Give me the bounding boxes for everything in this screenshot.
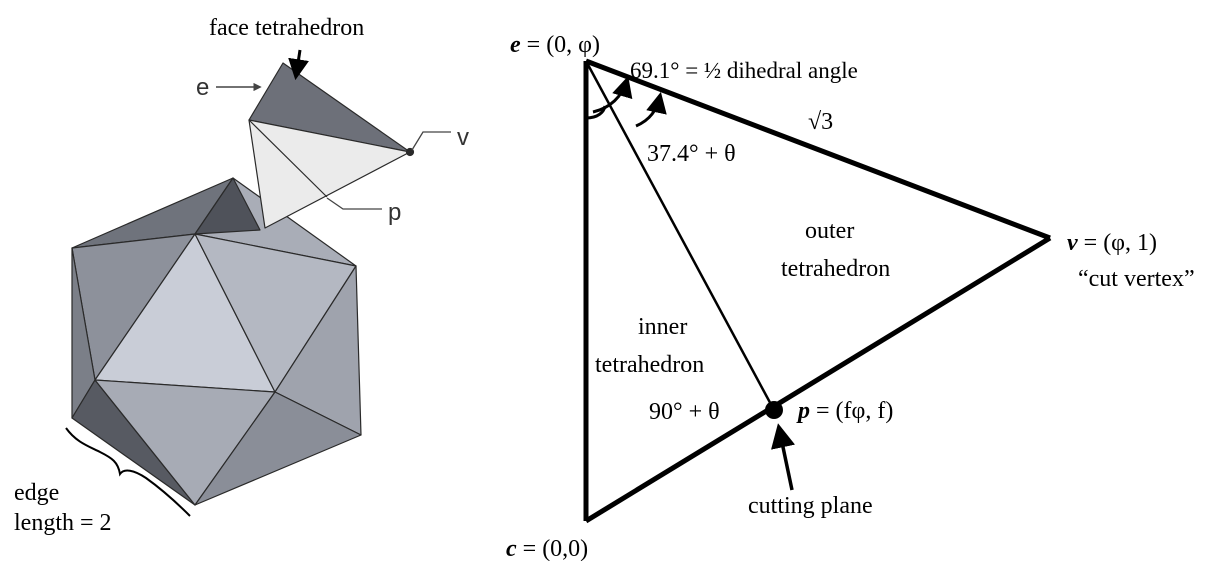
point-e-label: e = (0, φ) bbox=[510, 32, 600, 58]
ico-face-top-inner bbox=[194, 177, 261, 235]
face-tetrahedron bbox=[248, 62, 415, 229]
point-v-label: v = (φ, 1) bbox=[1067, 230, 1157, 256]
dihedral-angle-label: 69.1° = ½ dihedral angle bbox=[630, 58, 858, 83]
point-p-var: p bbox=[796, 398, 810, 424]
outer-tetrahedron-line2: tetrahedron bbox=[781, 256, 890, 282]
inner-tetrahedron-line2: tetrahedron bbox=[595, 352, 704, 378]
edge-e-v bbox=[585, 58, 1051, 241]
icosahedron bbox=[71, 177, 362, 506]
ico-face-right-lower bbox=[194, 391, 362, 506]
label-v-leader bbox=[411, 131, 451, 151]
point-p-label: p = (fφ, f) bbox=[796, 398, 893, 424]
cutting-plane-label: cutting plane bbox=[748, 493, 873, 519]
right-triangle-diagram bbox=[583, 58, 1052, 524]
point-p-dot bbox=[765, 401, 783, 419]
edge-length-line2: length = 2 bbox=[14, 510, 112, 536]
cutting-plane-arrow bbox=[771, 423, 796, 491]
edge-c-v bbox=[584, 235, 1052, 524]
point-p-coords: = (fφ, f) bbox=[810, 398, 893, 424]
cut-vertex-label: “cut vertex” bbox=[1078, 266, 1195, 292]
angle-90-label: 90° + θ bbox=[649, 399, 720, 425]
edge-length-brace bbox=[65, 427, 191, 517]
angle-e-small-arc bbox=[585, 105, 607, 120]
dihedral-angle-arc bbox=[592, 75, 633, 114]
point-v-coords: = (φ, 1) bbox=[1078, 230, 1157, 256]
point-c-coords: = (0,0) bbox=[517, 536, 589, 561]
label-p: p bbox=[388, 199, 401, 226]
point-e-coords: = (0, φ) bbox=[521, 32, 600, 58]
outer-tetrahedron-line1: outer bbox=[805, 218, 854, 244]
label-v: v bbox=[457, 124, 469, 151]
angle-374-label: 37.4° + θ bbox=[647, 141, 736, 167]
edge-length-line1: edge bbox=[14, 480, 59, 506]
inner-tetrahedron-line1: inner bbox=[638, 314, 687, 340]
label-e: e bbox=[196, 74, 209, 101]
label-p-leader bbox=[326, 197, 382, 210]
face-tetra-front bbox=[248, 119, 411, 229]
edge-e-p bbox=[584, 60, 776, 411]
edge-length-sqrt3-label: √3 bbox=[808, 109, 833, 135]
point-c-label: c = (0,0) bbox=[506, 536, 588, 561]
angle-374-arc bbox=[635, 91, 667, 128]
face-tetra-inner-edge bbox=[248, 119, 328, 198]
point-v-var: v bbox=[1067, 230, 1078, 256]
vertex-v-dot bbox=[405, 147, 415, 157]
point-e-var: e bbox=[510, 32, 521, 58]
point-c-var: c bbox=[506, 536, 517, 561]
face-tetrahedron-arrow bbox=[288, 49, 309, 81]
face-tetrahedron-label: face tetrahedron bbox=[209, 15, 364, 41]
